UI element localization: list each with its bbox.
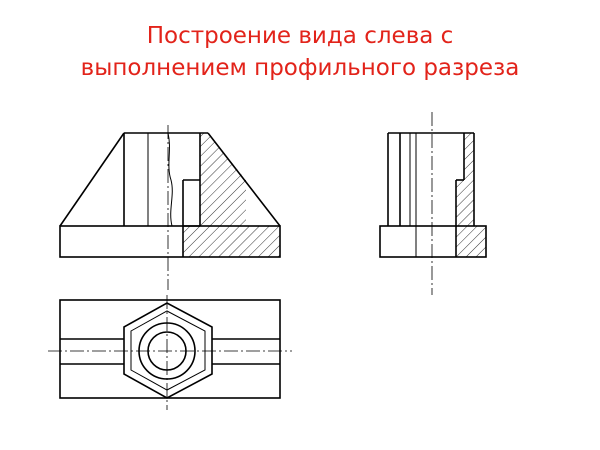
left-section-hatch-upper [464, 133, 474, 180]
front-break-line [167, 132, 173, 227]
front-base-outline [59, 225, 281, 258]
left-section-hatch-base [456, 226, 486, 257]
front-view [59, 125, 281, 290]
title-line-1: Построение вида слева с [146, 23, 454, 49]
top-hexagon-inner [130, 310, 206, 391]
front-section-hatch-upper [200, 133, 246, 226]
front-left-slope [59, 132, 125, 227]
top-view [48, 295, 292, 410]
left-view [379, 112, 487, 295]
page-title: Построение вида слева с выполнением проф… [0, 20, 600, 84]
front-section-hatch-base [183, 226, 280, 257]
top-outline [59, 299, 281, 399]
left-base-outline [379, 225, 487, 258]
top-hexagon [123, 302, 213, 399]
front-right-slope [207, 132, 281, 227]
left-section-hatch-mid [456, 180, 474, 226]
title-line-2: выполнением профильного разреза [80, 55, 520, 81]
